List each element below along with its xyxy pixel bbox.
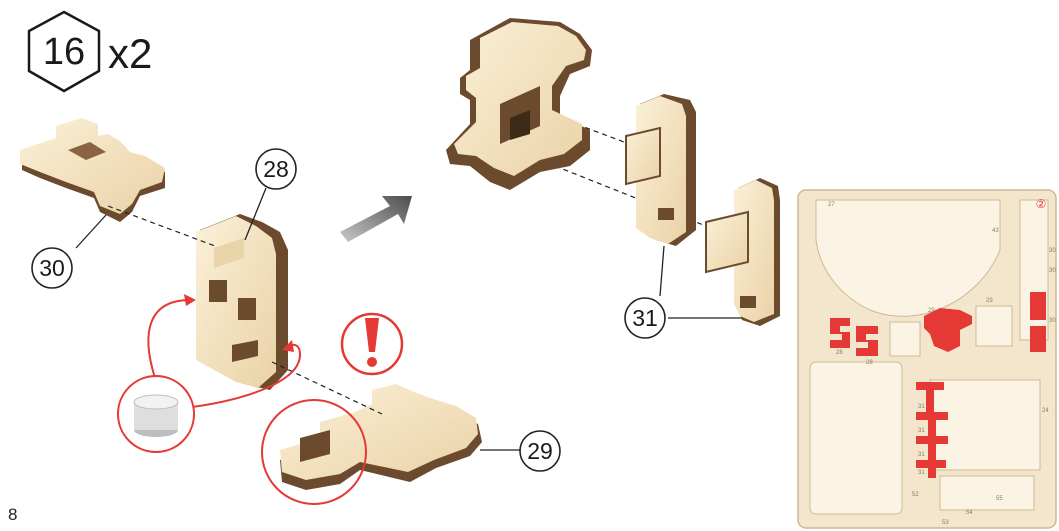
arrow-right-icon xyxy=(340,196,412,242)
hexagon-step-icon xyxy=(27,10,101,93)
sheet-label-29b: 29 xyxy=(986,298,993,304)
sheet-label-55: 55 xyxy=(996,496,1003,502)
wax-hint xyxy=(117,294,302,453)
sheet-label-29a: 29 xyxy=(928,308,935,314)
callout-31: 31 xyxy=(624,245,744,339)
sheet-label-43: 43 xyxy=(992,228,999,234)
sheet-number-badge: ② xyxy=(1036,197,1047,211)
part-28-piece xyxy=(196,214,288,390)
detail-highlight-circle xyxy=(261,399,367,505)
sheet-label-30a: 30 xyxy=(1049,248,1056,254)
sheet-label-30c: 30 xyxy=(1049,318,1056,324)
sheet-label-52: 52 xyxy=(912,492,919,498)
sheet-label-28a: 28 xyxy=(836,350,843,356)
callout-30-label: 30 xyxy=(39,255,65,281)
part-31-piece-a xyxy=(625,94,696,246)
sheet-label-30b: 30 xyxy=(1049,268,1056,274)
step-badge: 16 x2 xyxy=(27,10,152,93)
step-number: 16 xyxy=(43,31,85,73)
sheet-label-24: 24 xyxy=(1042,408,1049,414)
step-multiplier: x2 xyxy=(108,30,152,77)
callout-30: 30 xyxy=(31,214,107,289)
callout-31-label: 31 xyxy=(632,305,658,331)
callout-28: 28 xyxy=(244,148,297,241)
assembled-piece xyxy=(446,18,592,190)
sheet-label-54: 54 xyxy=(966,510,973,516)
part-30-piece xyxy=(20,118,165,222)
callout-29-label: 29 xyxy=(527,438,553,464)
sheet-label-31c: 31 xyxy=(918,452,925,458)
sheet-label-31a: 31 xyxy=(918,404,925,410)
sheet-label-31b: 31 xyxy=(918,428,925,434)
page-number: 8 xyxy=(8,505,18,524)
callout-28-label: 28 xyxy=(263,156,289,182)
sheet-label-28b: 28 xyxy=(866,360,873,366)
callout-29: 29 xyxy=(480,430,561,472)
cut-sheet: ② 27 43 30 30 28 28 29 29 30 31 31 31 31… xyxy=(797,189,1057,529)
sheet-label-31d: 31 xyxy=(918,470,925,476)
tealight-candle-icon xyxy=(133,394,179,437)
part-31-piece-b xyxy=(705,178,780,326)
warning-icon xyxy=(340,312,404,376)
part-29-piece xyxy=(280,384,482,490)
sheet-label-53: 53 xyxy=(942,520,949,526)
sheet-label-27: 27 xyxy=(828,202,835,208)
